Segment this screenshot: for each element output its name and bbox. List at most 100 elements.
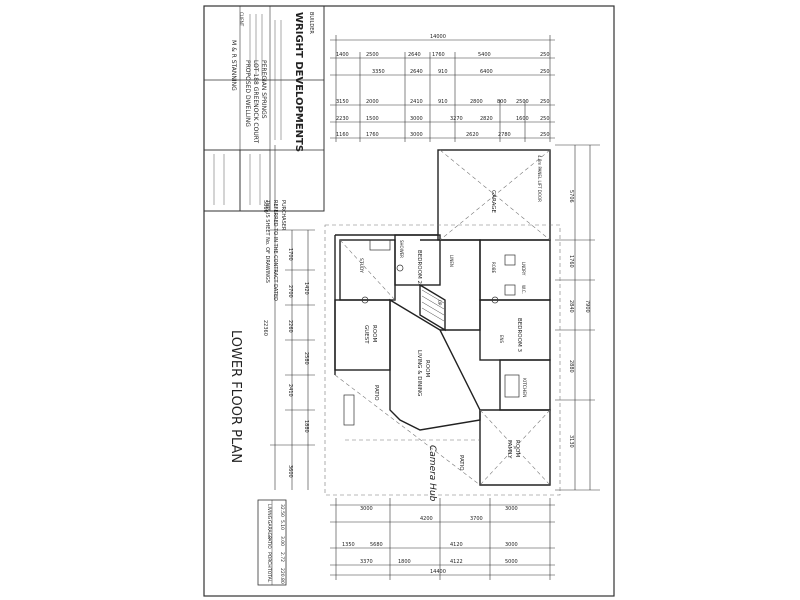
dim-t1-0: 1400 xyxy=(336,52,349,58)
roller-door-label: 4.8m PANEL LIFT DOOR xyxy=(537,155,542,202)
room-linen: LINEN xyxy=(449,255,454,267)
stair-treads xyxy=(421,289,445,322)
dim-b2-2: 4120 xyxy=(450,542,463,548)
dim-r-4: 7900 xyxy=(584,300,590,313)
dim-t2-3: 6400 xyxy=(480,69,493,75)
right-dimension-lines xyxy=(555,144,600,491)
dim-t4-6: 250 xyxy=(540,116,550,122)
dim-b3-1: 1800 xyxy=(398,559,411,565)
page-border xyxy=(203,5,615,597)
bottom-dimension-lines xyxy=(330,498,555,580)
room-shower: SHOWER xyxy=(399,240,404,258)
dim-t4-0: 2230 xyxy=(336,116,349,122)
dim-b3-3: 5000 xyxy=(505,559,518,565)
dim-t5-1: 1760 xyxy=(366,132,379,138)
room-guest-1: GUEST xyxy=(363,325,369,344)
area-schedule: LIVING GARAGE PATIO PORCH TOTAL 32.50 5.… xyxy=(257,499,287,586)
builder-name: WRIGHT DEVELOPMENTS xyxy=(293,12,304,152)
dim-b1-2: 3700 xyxy=(470,516,483,522)
area-label-1: GARAGE xyxy=(266,520,272,539)
purchaser-line: PURCHASER xyxy=(280,200,286,231)
area-label-2: PATIO xyxy=(266,536,272,549)
room-wc: W.C. xyxy=(521,285,526,294)
room-bedroom2: BEDROOM 2 xyxy=(416,250,422,284)
area-value-2: 3.00 xyxy=(279,536,285,546)
dim-t1-5: 250 xyxy=(540,52,550,58)
area-label-0: LIVING xyxy=(266,504,272,520)
dim-t5-2: 3000 xyxy=(410,132,423,138)
dim-t3-0: 3150 xyxy=(336,99,349,105)
area-value-4: 220.80 xyxy=(279,568,285,584)
dim-l-5: 2580 xyxy=(303,352,309,365)
dim-b1-3: 3000 xyxy=(505,506,518,512)
right-dimension-labels: 5706 1760 2840 2880 7900 3130 xyxy=(568,190,590,448)
area-label-4: TOTAL xyxy=(266,567,272,583)
dim-l-3: 2700 xyxy=(287,285,293,298)
dim-l-0: 5860 xyxy=(262,200,268,213)
dim-t4-1: 1500 xyxy=(366,116,379,122)
room-kitchen: KITCHEN xyxy=(521,378,527,398)
room-family-2: ROOM xyxy=(514,440,520,457)
dim-l-6: 2410 xyxy=(287,384,293,397)
room-patio-left: PATIO xyxy=(373,385,379,401)
overall-side-dim: 22360 xyxy=(262,320,268,336)
overall-top-dim: 14000 xyxy=(430,34,446,40)
dim-r-1: 1760 xyxy=(568,255,574,268)
dim-b2-1: 5680 xyxy=(370,542,383,548)
dim-r-0: 5706 xyxy=(568,190,574,203)
dim-t1-2: 2640 xyxy=(408,52,421,58)
dim-t5-0: 1160 xyxy=(336,132,349,138)
dim-t3-3: 910 xyxy=(438,99,448,105)
contract-note-1: THIS IS SHEET No. OF DRAWINGS xyxy=(264,199,270,283)
bottom-dimension-labels: 3000 4200 3700 3000 1350 5680 4120 3000 … xyxy=(342,506,518,575)
project-line-3: PEREGIAN SPRINGS xyxy=(260,60,267,119)
dim-l-1: 1700 xyxy=(287,248,293,261)
dim-t3-5: 800 xyxy=(497,99,507,105)
floor-plan-walls xyxy=(334,149,551,486)
area-value-3: 2.72 xyxy=(279,552,285,562)
dim-l-8: 3600 xyxy=(287,465,293,478)
dim-t1-3: 1760 xyxy=(432,52,445,58)
dim-t1-4: 5400 xyxy=(478,52,491,58)
client-name: M & R STANNING xyxy=(230,40,237,91)
room-living-2: ROOM xyxy=(424,360,430,377)
area-value-1: 5.10 xyxy=(279,520,285,530)
room-patio-right: PATIO xyxy=(458,455,464,471)
left-dimension-labels: 5860 1700 1420 2700 22360 2260 2580 2410… xyxy=(262,200,309,478)
dim-t2-2: 910 xyxy=(438,69,448,75)
left-dimension-lines xyxy=(270,145,315,490)
dim-t3-6: 2500 xyxy=(516,99,529,105)
fixtures xyxy=(343,239,520,426)
dim-r-3: 2880 xyxy=(568,360,574,373)
dim-t4-5: 1600 xyxy=(516,116,529,122)
dim-t4-2: 3000 xyxy=(410,116,423,122)
dim-l-7: 1880 xyxy=(303,420,309,433)
dim-t5-3: 2620 xyxy=(466,132,479,138)
dim-t4-4: 2820 xyxy=(480,116,493,122)
project-line-2: LOT 188 GREENOCK COURT xyxy=(252,60,259,143)
top-dimension-lines xyxy=(330,35,555,142)
dim-t5-4: 2780 xyxy=(498,132,511,138)
handwritten-note: Camera Hub xyxy=(427,445,437,502)
room-labels: GARAGE 4.8m PANEL LIFT DOOR BEDROOM 2 BE… xyxy=(358,155,542,471)
stairs-label: UP xyxy=(437,300,442,306)
dim-b1-0: 3000 xyxy=(360,506,373,512)
dim-t3-2: 2410 xyxy=(410,99,423,105)
dim-b2-0: 1350 xyxy=(342,542,355,548)
room-living-1: LIVING & DINING xyxy=(416,350,422,396)
dim-t5-5: 250 xyxy=(540,132,550,138)
dim-t2-0: 3350 xyxy=(372,69,385,75)
client-label: CLIENT xyxy=(239,12,244,27)
dim-r-2: 2840 xyxy=(568,300,574,313)
room-ensuite: ENS xyxy=(499,335,504,344)
room-laundry: LNDRY xyxy=(521,262,526,276)
dim-t4-3: 3270 xyxy=(450,116,463,122)
area-value-0: 32.50 xyxy=(279,504,285,517)
area-label-3: PORCH xyxy=(266,552,272,568)
top-dimension-labels: 14000 1400 2500 2640 1760 5400 250 3350 … xyxy=(336,34,550,138)
dim-l-4: 2260 xyxy=(287,320,293,333)
room-garage: GARAGE xyxy=(490,190,496,214)
dim-b1-1: 4200 xyxy=(420,516,433,522)
project-line-1: PROPOSED DWELLING xyxy=(244,60,251,127)
